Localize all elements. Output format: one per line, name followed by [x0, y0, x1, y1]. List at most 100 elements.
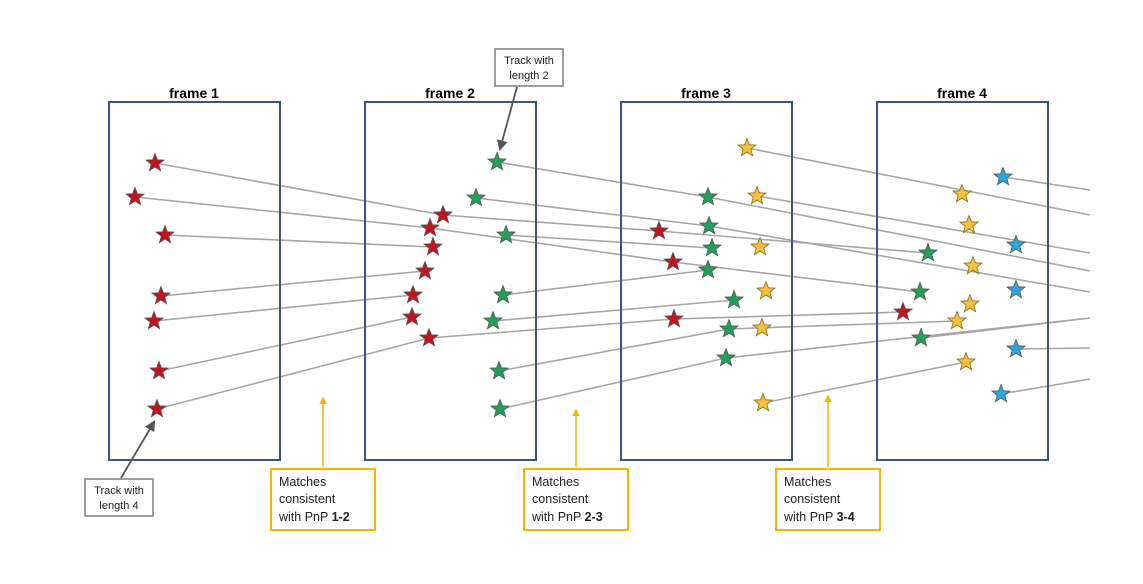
blue-star-icon	[992, 166, 1014, 186]
red-star-icon	[419, 217, 441, 237]
callout-line-1: Track with	[94, 485, 144, 497]
track-line	[154, 162, 444, 216]
green-star-icon	[718, 318, 740, 338]
blue-star-icon	[1005, 279, 1027, 299]
yellow-star-icon	[755, 280, 777, 300]
track-line	[160, 270, 426, 297]
frame-3-title: frame 3	[681, 85, 731, 101]
green-star-icon	[489, 398, 511, 418]
track-line	[505, 234, 713, 249]
red-star-icon	[648, 220, 670, 240]
green-star-icon	[495, 224, 517, 244]
yellow-star-icon	[955, 351, 977, 371]
blue-star-icon	[990, 383, 1012, 403]
frame-4-title: frame 4	[937, 85, 987, 101]
green-star-icon	[465, 187, 487, 207]
track-line	[920, 317, 1091, 339]
match-line-2: consistent	[784, 492, 841, 506]
blue-star-icon	[1005, 338, 1027, 358]
green-star-icon	[697, 186, 719, 206]
frame-1-title: frame 1	[169, 85, 219, 101]
red-star-icon	[124, 186, 146, 206]
callout-line-2: length 4	[99, 500, 138, 512]
blue-star-icon	[1005, 234, 1027, 254]
track-line	[746, 147, 1091, 216]
green-star-icon	[723, 289, 745, 309]
callout-arrow	[120, 420, 156, 479]
track-line	[673, 311, 904, 320]
track-line	[1002, 176, 1091, 191]
track-line	[499, 357, 727, 410]
yellow-star-icon	[752, 392, 774, 412]
track-line	[164, 234, 434, 248]
track-line	[1015, 347, 1091, 350]
track-line	[156, 337, 430, 410]
green-star-icon	[910, 327, 932, 347]
green-star-icon	[715, 347, 737, 367]
match-line-3: with PnP 3-4	[783, 510, 855, 524]
red-star-icon	[422, 236, 444, 256]
callout-arrow	[497, 86, 518, 152]
green-star-icon	[917, 242, 939, 262]
track-line	[153, 294, 414, 322]
red-star-icon	[146, 398, 168, 418]
track-line	[158, 316, 413, 372]
track-line	[502, 269, 709, 296]
track-line	[492, 299, 735, 322]
match-line-2: consistent	[532, 492, 589, 506]
track-line	[442, 214, 660, 232]
yellow-star-icon	[951, 183, 973, 203]
track-line	[762, 361, 967, 404]
red-star-icon	[662, 251, 684, 271]
green-star-icon	[488, 360, 510, 380]
feature-points	[124, 137, 1027, 418]
callout-line-1: Track with	[504, 55, 554, 67]
track-line	[496, 161, 709, 198]
yellow-star-icon	[962, 255, 984, 275]
frame-1: frame 1	[108, 85, 281, 461]
green-star-icon	[701, 237, 723, 257]
track-line	[498, 328, 730, 372]
red-star-icon	[663, 308, 685, 328]
red-star-icon	[148, 360, 170, 380]
green-star-icon	[698, 215, 720, 235]
track-line	[756, 195, 1091, 254]
match-line-1: Matches	[784, 475, 831, 489]
callout-track-length-2: Track with length 2	[494, 48, 564, 152]
track-line	[658, 230, 929, 254]
match-line-1: Matches	[532, 475, 579, 489]
frame-3: frame 3	[620, 85, 793, 461]
track-line	[707, 196, 1091, 272]
red-star-icon	[418, 327, 440, 347]
yellow-star-icon	[958, 214, 980, 234]
red-star-icon	[154, 224, 176, 244]
green-star-icon	[909, 281, 931, 301]
frame-2-title: frame 2	[425, 85, 475, 101]
track-line	[475, 197, 710, 227]
yellow-star-icon	[746, 185, 768, 205]
track-line	[134, 196, 431, 229]
frame-4: frame 4	[876, 85, 1049, 461]
track-line	[1000, 378, 1091, 395]
green-star-icon	[486, 151, 508, 171]
red-star-icon	[401, 306, 423, 326]
match-line-3: with PnP 2-3	[531, 510, 603, 524]
red-star-icon	[432, 204, 454, 224]
yellow-star-icon	[749, 236, 771, 256]
match-box-1-2: Matches consistent with PnP 1-2	[270, 396, 376, 531]
frame-2: frame 2	[364, 85, 537, 461]
callout-line-2: length 2	[509, 70, 548, 82]
yellow-star-icon	[946, 310, 968, 330]
green-star-icon	[492, 284, 514, 304]
green-star-icon	[482, 310, 504, 330]
red-star-icon	[150, 285, 172, 305]
match-box-3-4: Matches consistent with PnP 3-4	[775, 394, 881, 531]
yellow-star-icon	[751, 317, 773, 337]
yellow-star-icon	[959, 293, 981, 313]
red-star-icon	[402, 284, 424, 304]
match-box-2-3: Matches consistent with PnP 2-3	[523, 408, 629, 531]
track-line	[429, 227, 674, 263]
match-line-3: with PnP 1-2	[278, 510, 350, 524]
red-star-icon	[414, 260, 436, 280]
